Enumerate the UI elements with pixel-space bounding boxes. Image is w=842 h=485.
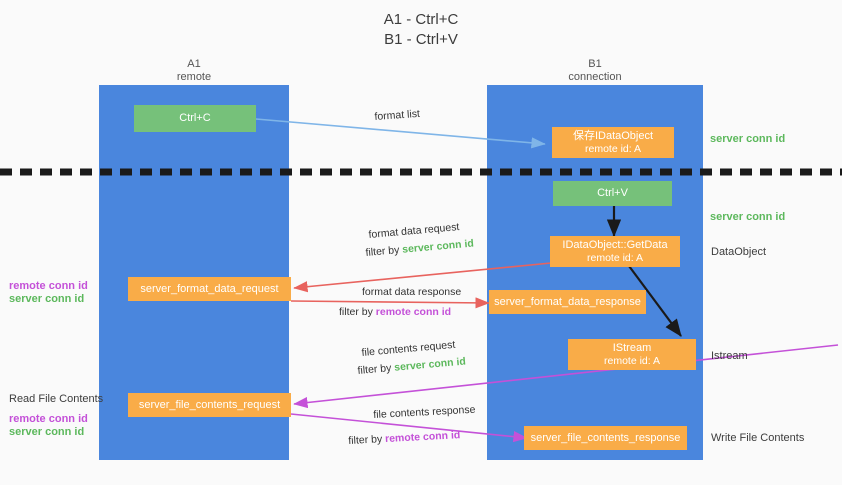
box-label: server_file_contents_request: [138, 398, 281, 411]
filter-value: server conn id: [393, 355, 467, 374]
box-label: IStream: [612, 341, 652, 354]
box-sublabel: remote id: A: [603, 354, 661, 367]
filter-value: remote conn id: [375, 306, 452, 318]
box-label: Ctrl+C: [179, 112, 211, 124]
box-label: server_format_data_request: [140, 282, 279, 295]
box-server-file-contents-request[interactable]: server_file_contents_request: [128, 393, 291, 417]
box-label: server_format_data_response: [494, 295, 641, 308]
annotation-remote-conn-id-2: remote conn id: [9, 413, 88, 425]
box-sublabel: remote id: A: [586, 251, 644, 264]
box-save-idataobject[interactable]: 保存IDataObject remote id: A: [552, 127, 674, 158]
diagram-title: A1 - Ctrl+C B1 - Ctrl+V: [383, 11, 459, 48]
annotation-write-file-contents: Write File Contents: [711, 432, 805, 444]
lane-header-b1: B1 connection: [568, 58, 622, 83]
filter-prefix: filter by: [339, 306, 376, 318]
lane-header-a1: A1 remote: [176, 58, 212, 83]
box-ctrl-v[interactable]: Ctrl+V: [553, 181, 672, 206]
box-server-format-data-request[interactable]: server_format_data_request: [128, 277, 291, 301]
annotation-dataobject: DataObject: [711, 246, 767, 258]
edge-label-file-contents-response-filter: filter by remote conn id: [348, 428, 461, 449]
filter-prefix: filter by: [348, 433, 386, 447]
edge-label-format-data-response-filter: filter by remote conn id: [339, 305, 451, 320]
annotation-server-conn-id-top: server conn id: [710, 133, 786, 145]
annotation-read-file-contents: Read File Contents: [9, 393, 104, 405]
box-label: Ctrl+V: [597, 187, 628, 199]
edge-label-file-contents-response: file contents response: [373, 403, 476, 421]
annotation-server-conn-id-1: server conn id: [9, 293, 85, 305]
arrow-format-data-response: [290, 297, 490, 309]
box-label: server_file_contents_response: [530, 431, 681, 444]
filter-value: server conn id: [401, 237, 475, 256]
annotation-server-conn-id-2: server conn id: [9, 426, 85, 438]
box-ctrl-c[interactable]: Ctrl+C: [134, 105, 256, 132]
box-idataobject-getdata[interactable]: IDataObject::GetData remote id: A: [550, 236, 680, 267]
annotation-remote-conn-id-1: remote conn id: [9, 280, 88, 292]
box-sublabel: remote id: A: [584, 142, 642, 155]
filter-value: remote conn id: [384, 429, 461, 446]
box-server-format-data-response[interactable]: server_format_data_response: [489, 290, 646, 314]
box-label: 保存IDataObject: [572, 129, 654, 142]
filter-prefix: filter by: [357, 361, 395, 377]
box-istream[interactable]: IStream remote id: A: [568, 339, 696, 370]
box-label: IDataObject::GetData: [562, 238, 668, 251]
annotation-istream: Istream: [711, 350, 748, 362]
annotation-server-conn-id-mid: server conn id: [710, 211, 786, 223]
edge-label-format-list: format list: [374, 107, 421, 123]
edge-label-format-data-response: format data response: [362, 286, 462, 298]
box-server-file-contents-response[interactable]: server_file_contents_response: [524, 426, 687, 450]
filter-prefix: filter by: [365, 243, 403, 259]
